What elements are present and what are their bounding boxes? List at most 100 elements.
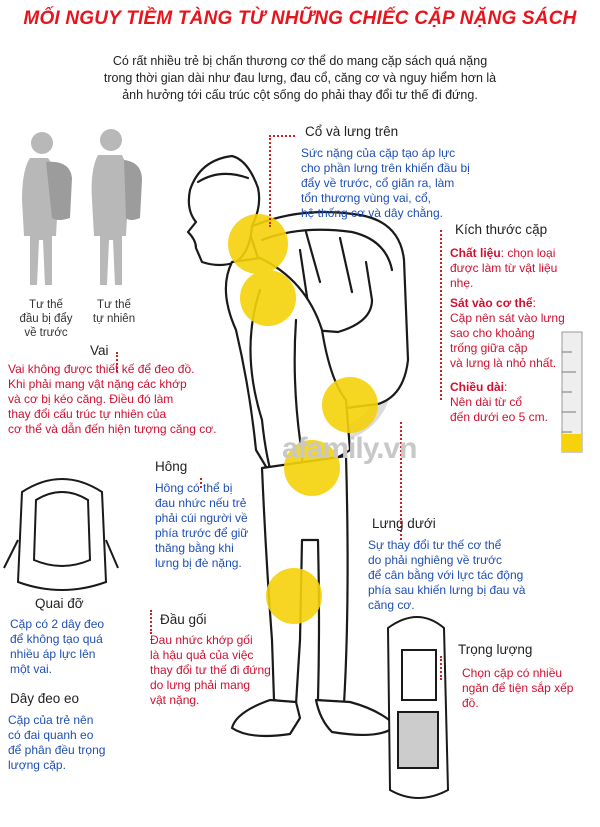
knee-text: Đau nhức khớp gối là hậu quả của việc th…	[150, 633, 310, 708]
backpack-strap-illustration	[3, 478, 119, 591]
strap-line: một vai.	[10, 662, 53, 676]
neck-heading: Cổ và lưng trên	[305, 124, 399, 139]
knee-heading: Đầu gối	[160, 612, 207, 627]
neck-highlight	[228, 214, 288, 274]
backpack-weight-illustration	[386, 616, 450, 799]
weight-line: đồ.	[462, 696, 479, 710]
connector-line	[440, 230, 442, 400]
shoulder-heading: Vai	[90, 343, 109, 358]
lower-back-line: để cân bằng với lực tác động	[368, 568, 524, 582]
lower-back-line: Sự thay đổi tư thế cơ thể	[368, 538, 502, 552]
shoulder-line: thay đổi cấu trúc tự nhiên của	[8, 407, 167, 421]
neck-line: tổn thương vùng vai, cổ,	[301, 191, 431, 205]
posture-line: về trước	[24, 327, 68, 339]
length-label: Chiều dài	[450, 380, 505, 394]
watermark-text: afamily.vn	[282, 432, 418, 465]
posture-label-natural: Tư thế tự nhiên	[86, 298, 142, 326]
waist-line: Cặp của trẻ nên	[8, 713, 94, 727]
knee-line: thay đổi tư thế đi đứng	[150, 663, 271, 677]
posture-line: Tư thế	[29, 299, 63, 311]
shoulder-line: cơ thể và dẫn đến hiện tượng căng cơ.	[8, 422, 217, 436]
close-line: Cặp nên sát vào lưng	[450, 311, 565, 325]
pain-highlights	[228, 214, 378, 624]
neck-line: Sức nặng của cặp tạo áp lực	[301, 146, 456, 160]
waist-heading: Dây đeo eo	[10, 691, 80, 706]
neck-line: hệ thống cơ và dây chằng.	[301, 206, 443, 220]
size-length: Chiều dài: Nên dài từ cổ đến dưới eo 5 c…	[450, 380, 570, 425]
size-heading: Kích thước cặp	[455, 222, 548, 237]
close-line: sao cho khoảng	[450, 326, 535, 340]
lower-back-line: phía sau khiến lưng bị đau và	[368, 583, 526, 597]
hip-line: phía trước để giữ	[155, 526, 249, 540]
connector-line	[150, 610, 152, 634]
hip-line: Hông có thể bị	[155, 481, 233, 495]
strap-line: nhiều áp lực lên	[10, 647, 96, 661]
weight-heading: Trọng lượng	[458, 642, 533, 657]
close-line: :	[532, 296, 536, 310]
lower-back-line: do phải nghiêng về trước	[368, 553, 502, 567]
shoulder-text: Vai không được thiết kế để đeo đồ. Khi p…	[8, 362, 238, 437]
connector-line	[200, 478, 202, 488]
knee-highlight	[266, 568, 322, 624]
natural-posture-silhouette	[91, 129, 142, 285]
length-line: Nên dài từ cổ	[450, 395, 523, 409]
shoulder-line: và cơ bị kéo căng. Điều đó làm	[8, 392, 174, 406]
waist-text: Cặp của trẻ nên có đai quanh eo để phân …	[8, 713, 128, 773]
knee-line: Đau nhức khớp gối	[150, 633, 253, 647]
connector-line	[269, 135, 271, 227]
strap-text: Cặp có 2 dây đeo để không tạo quá nhiều …	[10, 617, 130, 677]
forward-posture-silhouette	[22, 132, 72, 285]
strap-heading: Quai đỡ	[35, 596, 84, 611]
material-line: được làm từ vật liệu	[450, 261, 558, 275]
knee-line: là hậu quả của việc	[150, 648, 254, 662]
length-line: :	[504, 380, 508, 394]
connector-line	[269, 135, 295, 137]
waist-line: có đai quanh eo	[8, 728, 94, 742]
neck-line: cho phần lưng trên khiến đầu bị	[301, 161, 470, 175]
length-line: đến dưới eo 5 cm.	[450, 410, 548, 424]
size-material: Chất liệu: chọn loại được làm từ vật liệ…	[450, 246, 590, 291]
lower-back-text: Sự thay đổi tư thế cơ thể do phải nghiên…	[368, 538, 558, 613]
length-ruler	[561, 331, 583, 453]
page-title: MỐI NGUY TIỀM TÀNG TỪ NHỮNG CHIẾC CẶP NẶ…	[23, 8, 577, 29]
material-line: nhẹ.	[450, 276, 474, 290]
posture-line: Tư thế	[97, 299, 131, 311]
posture-label-forward: Tư thế đầu bị đẩy về trước	[16, 298, 76, 340]
intro-line: Có rất nhiều trẻ bị chấn thương cơ thể d…	[112, 54, 488, 68]
waist-line: để phân đều trọng	[8, 743, 106, 757]
strap-line: để không tạo quá	[10, 632, 103, 646]
intro-line: ảnh hưởng tới cấu trúc cột sống do phải …	[122, 88, 478, 102]
waist-line: lượng cặp.	[8, 758, 66, 772]
neck-text: Sức nặng của cặp tạo áp lực cho phần lưn…	[301, 146, 501, 221]
shoulder-line: Vai không được thiết kế để đeo đồ.	[8, 362, 195, 376]
hip-line: đau nhức nếu trẻ	[155, 496, 247, 510]
connector-line	[116, 352, 118, 372]
lower-back-highlight	[322, 377, 378, 433]
weight-line: Chọn cặp có nhiều	[462, 666, 563, 680]
hip-line: lưng bị đè nặng.	[155, 556, 242, 570]
knee-line: do lưng phải mang	[150, 678, 251, 692]
hip-text: Hông có thể bị đau nhức nếu trẻ phải cúi…	[155, 481, 275, 571]
strap-line: Cặp có 2 dây đeo	[10, 617, 105, 631]
close-label: Sát vào cơ thể	[450, 296, 533, 310]
lower-back-heading: Lưng dưới	[372, 516, 436, 531]
weight-line: ngăn để tiện sắp xếp	[462, 681, 574, 695]
size-close: Sát vào cơ thể: Cặp nên sát vào lưng sao…	[450, 296, 590, 371]
hip-heading: Hông	[155, 459, 188, 474]
shoulder-line: Khi phải mang vật nặng các khớp	[8, 377, 187, 391]
material-label: Chất liệu	[450, 246, 501, 260]
shoulder-highlight	[240, 270, 296, 326]
weight-text: Chọn cặp có nhiều ngăn để tiện sắp xếp đ…	[462, 666, 592, 711]
posture-line: đầu bị đẩy	[19, 313, 73, 325]
hip-line: phải cúi người về	[155, 511, 248, 525]
neck-line: đẩy về trước, cổ giãn ra, làm	[301, 176, 455, 190]
knee-line: vật nặng.	[150, 693, 200, 707]
connector-line	[400, 422, 402, 540]
material-line: : chọn loại	[500, 246, 556, 260]
close-line: trống giữa cặp	[450, 341, 528, 355]
posture-line: tự nhiên	[92, 313, 136, 325]
hip-line: thăng bằng khi	[155, 541, 234, 555]
intro-line: trong thời gian dài như đau lưng, đau cổ…	[103, 71, 497, 85]
connector-line	[440, 656, 442, 680]
